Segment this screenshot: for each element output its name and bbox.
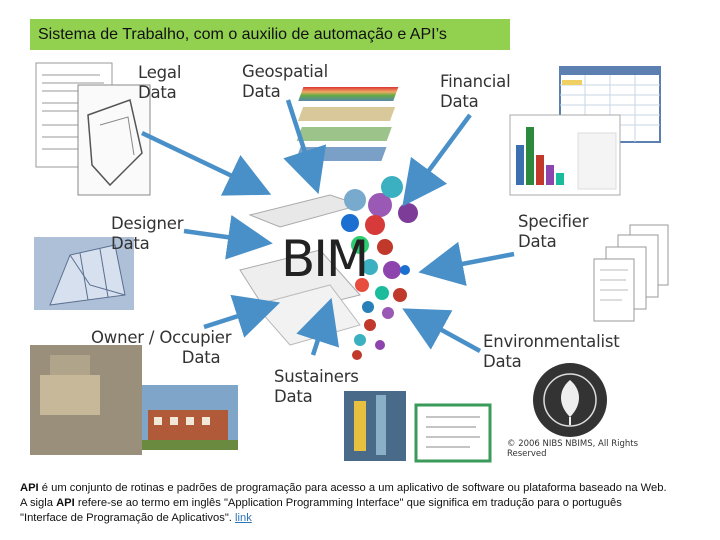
legal-documents-image [36, 63, 150, 195]
bim-center-label: BIM [281, 231, 367, 287]
api-acronym-line2: refere-se ao termo em inglês "Applicatio… [75, 497, 622, 509]
designer-data-label: Designer Data [111, 214, 183, 254]
api-bold-term: API [20, 482, 39, 494]
api-definition-text: API é um conjunto de rotinas e padrões d… [20, 481, 710, 526]
legal-data-label: Legal Data [138, 63, 181, 103]
source-link[interactable]: link [235, 512, 252, 524]
api-acronym-prefix: A sigla [20, 497, 56, 509]
sustainers-data-label: Sustainers Data [274, 367, 359, 407]
api-definition-line1: é um conjunto de rotinas e padrões de pr… [39, 482, 667, 494]
bim-diagram: Legal Data Geospatial Data Financial Dat… [30, 55, 670, 475]
geospatial-data-label: Geospatial Data [242, 62, 328, 102]
copyright-notice: © 2006 NIBS NBIMS, All Rights Reserved [507, 439, 670, 459]
slide-title: Sistema de Trabalho, com o auxilio de au… [30, 19, 510, 50]
api-translation-line3: "Interface de Programação de Aplicativos… [20, 512, 235, 524]
financial-data-label: Financial Data [440, 72, 510, 112]
api-bold-term-2: API [56, 497, 75, 509]
specifier-data-label: Specifier Data [518, 212, 588, 252]
financial-spreadsheet-image [510, 67, 660, 195]
sustainers-photos-image [344, 391, 490, 461]
owner-occupier-data-label: Owner / Occupier Data [91, 328, 231, 368]
specifier-documents-image [594, 225, 668, 321]
environmentalist-data-label: Environmentalist Data [483, 332, 620, 372]
green-building-council-seal [533, 363, 607, 437]
